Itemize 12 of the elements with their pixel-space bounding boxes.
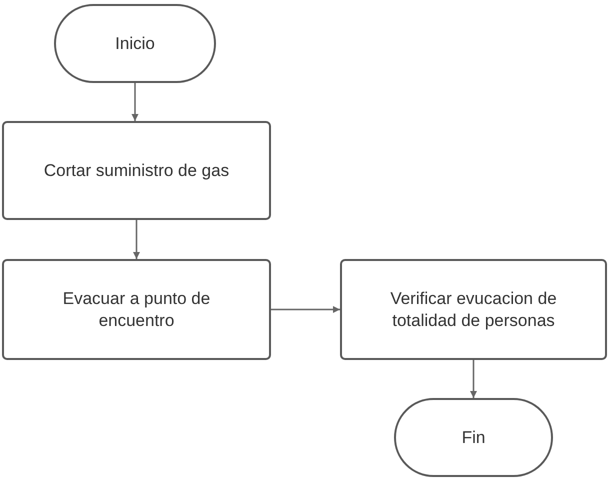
arrow [271,306,340,313]
node-text: Fin [462,426,486,448]
node-text: Inicio [115,32,155,54]
process-box [2,121,271,220]
arrow [132,83,138,121]
process-box [340,259,607,360]
arrow [470,360,477,398]
process-box [2,259,271,360]
arrow [133,220,140,259]
node-text: Verificar evucacion de totalidad de personas [389,288,558,331]
node-text: Cortar suministro de gas [44,160,230,182]
node-text: Evacuar a punto de encuentro [62,288,212,331]
